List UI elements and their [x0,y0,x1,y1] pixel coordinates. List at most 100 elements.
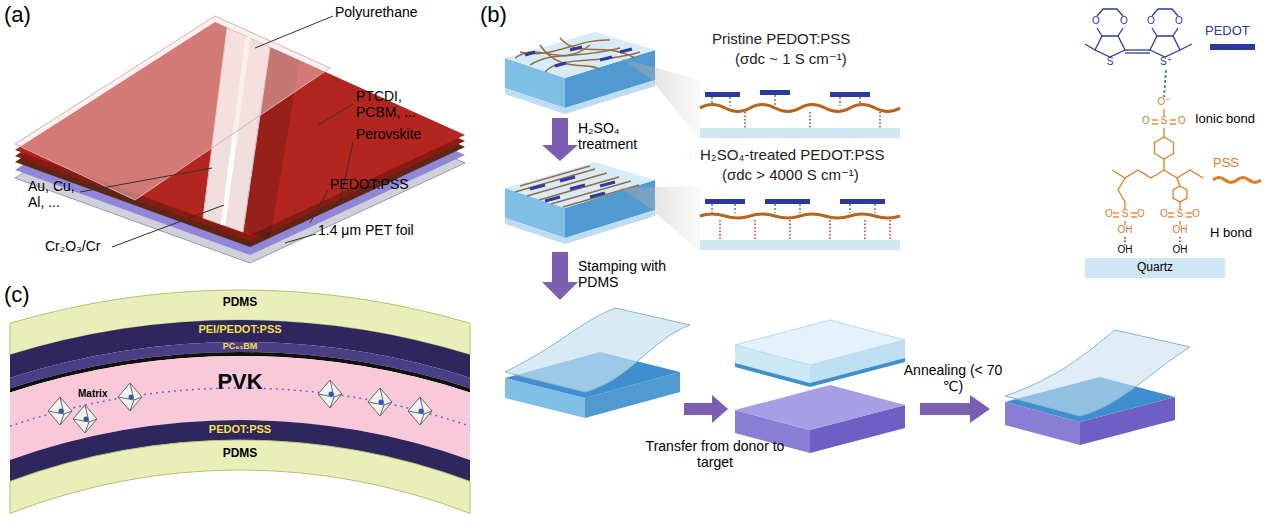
treated-chain-schematic-part-part [799,204,801,213]
panel-letter: (a) [4,2,44,27]
conductivity-value: (σdc ~ 1 S cm⁻¹) [735,50,915,67]
leader-line [80,16,353,247]
treated-chain-schematic-part [720,220,890,240]
chemical-structure-part-part [1155,137,1174,159]
chemical-structure-part-part [1095,36,1125,57]
bond-label: H bond [1210,226,1270,241]
layer-label: Perovskite [356,126,456,142]
treated-chain-schematic-part-part [711,204,713,213]
chemical-structure-part-part [1186,216,1192,217]
pristine-chain-schematic-part [700,128,900,138]
chemical-structure-part-part [1168,216,1174,217]
chemical-structure-part-part [1179,202,1180,209]
atom-symbol: OH [1168,224,1192,236]
treated-film-block-part-part [590,193,605,197]
chemical-structure-part-part [1118,28,1123,36]
layer-label: PTCDI, PCBM, ... [356,88,428,120]
treated-chain-schematic-part-part [889,220,891,240]
leader-line-part [80,168,212,192]
pristine-film-block-part-part [525,52,535,55]
flexible-device-band-part [48,397,72,425]
chemical-structure-part-part [1170,119,1176,120]
flexible-device-band-part [73,405,97,433]
chemical-structure-part-part [1150,36,1180,57]
chemical-structure-part-part [1125,52,1150,53]
pristine-film-block [505,32,655,114]
treated-film-block-part-part [551,181,631,204]
pristine-chain-schematic-part [745,112,880,128]
atom-symbol: O [1112,15,1136,27]
chemical-structure-part [1125,237,1180,245]
pristine-film-block-part [525,47,632,66]
pristine-film-block-part-part [560,38,635,58]
treated-chain-schematic-part-part [874,204,876,213]
treated-chain-schematic-part [712,204,875,213]
zoom-funnel [620,186,700,252]
process-arrow-part [542,118,578,161]
treated-film-block-part-part [570,185,585,189]
device-stack-illustration [15,16,465,263]
pristine-chain-schematic-part [705,90,870,97]
layer-label: Au, Cu, Al, ... [28,178,80,210]
chemical-structure-part-part [1163,109,1164,116]
pristine-chain-schematic-part-part [774,95,776,106]
pristine-chain-schematic-part-part [830,92,870,97]
chemical-structure-part-part [1125,49,1150,50]
atom-symbol: S [1168,208,1192,220]
treated-chain-schematic-part-part [719,220,721,240]
chemical-structure-part-part [1152,119,1158,120]
chemical-structure-part-part [1168,212,1174,213]
leader-line-part [318,104,353,125]
state-title: H₂SO₄-treated PEDOT:PSS [700,146,920,163]
chemical-structure-part-part [1097,28,1102,36]
pristine-chain-schematic-part-part [760,90,790,95]
process-arrow-part [684,395,728,423]
pristine-film-block-part [515,38,640,72]
chemical-structure-part-part [1118,178,1125,209]
conductivity-value: (σdc > 4000 S cm⁻¹) [722,166,912,183]
chemical-structure-part-part [1152,123,1158,124]
treated-film-block-part-part [545,197,560,201]
treated-film-block [505,162,655,244]
treated-film-block-part-part [560,177,575,181]
substrate-label: Quartz [1120,261,1190,275]
layer-label: Cr₂O₃/Cr [45,238,135,254]
bond-label: Ionic bond [1195,112,1265,127]
pristine-film-block-part-part [555,63,566,66]
step-label: Transfer from donor to target [640,438,790,470]
pristine-chain-schematic-part-part [839,97,841,106]
atom-symbol: S [1113,208,1137,220]
layer-label: PVK [200,369,280,394]
pristine-chain-schematic [700,90,900,138]
step-label: H₂SO₄ treatment [578,120,658,152]
pristine-film-block-part-part [570,47,582,50]
chemical-structure-part [1164,70,1166,97]
treated-film-block-part-part [530,185,545,189]
treated-chain-schematic-part [700,240,900,250]
chemical-structure-part-part [1131,212,1137,213]
treated-chain-schematic-part-part [765,199,810,204]
chemical-structure-part [1210,44,1255,50]
treated-chain-schematic-part-part [705,199,745,204]
state-title: Pristine PEDOT:PSS [712,30,912,47]
target-with-stamp-part [735,385,905,430]
chemical-structure-part-part [1173,28,1178,36]
layer-label: Polyurethane [335,4,445,20]
pristine-chain-schematic-part-part [711,97,713,106]
treated-chain-schematic-part-part [829,220,831,240]
flexible-device-band-part [408,397,432,425]
pristine-chain-schematic-part-part [809,112,811,128]
treated-chain-schematic-part-part [754,220,756,240]
pristine-chain-schematic-part [712,95,860,106]
chemical-structure-part-part [1124,237,1126,245]
atom-symbol: S [1098,56,1122,68]
chemical-structure-part-part [1113,216,1119,217]
device-stack-illustration-part [15,16,330,200]
atom-symbol: S [1152,115,1176,127]
pristine-film-block-part [505,32,655,114]
chemical-structure-part-part [1170,123,1176,124]
layer-label: PC₆₁BM [200,341,280,351]
atom-symbol: OH [1168,244,1192,256]
chemical-structure-part [1085,9,1192,57]
